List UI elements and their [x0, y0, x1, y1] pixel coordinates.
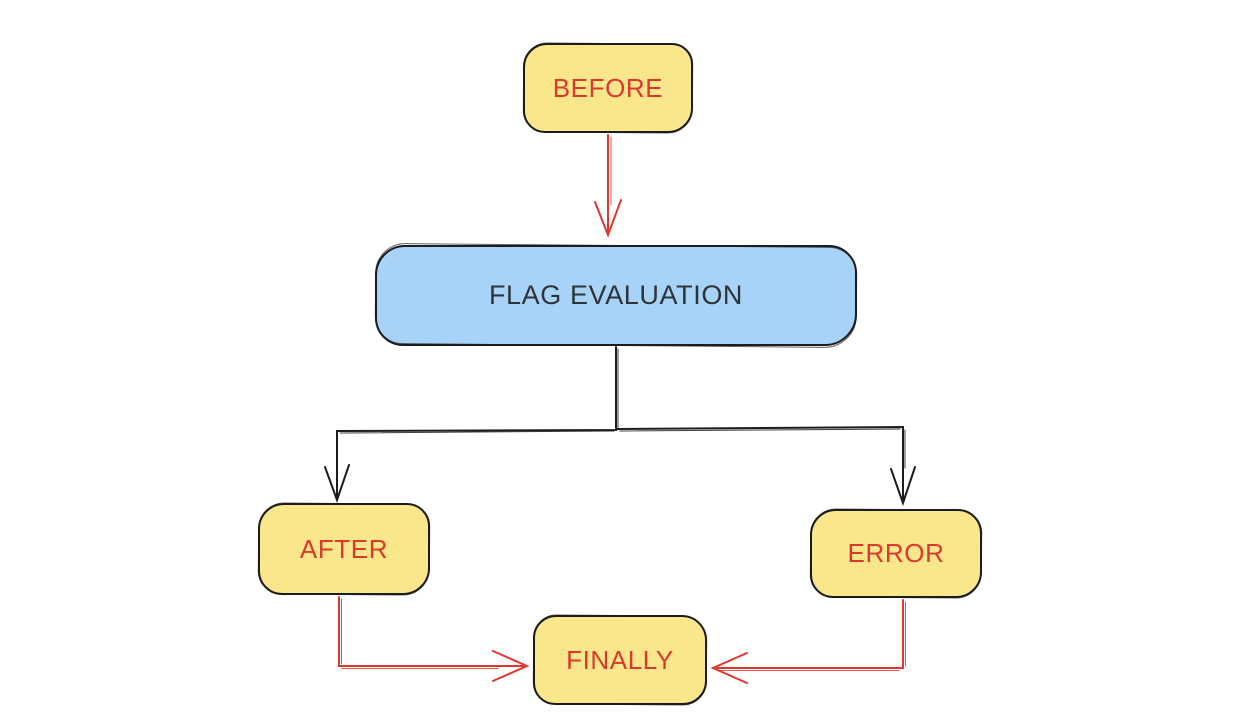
arrowhead-left-icon	[710, 652, 748, 684]
edge-flag-evaluation-to-error	[615, 425, 916, 507]
edge-error-to-finally	[710, 599, 906, 684]
node-after-label: AFTER	[299, 533, 389, 564]
node-error-label: ERROR	[847, 538, 945, 568]
arrowhead-down-icon	[890, 466, 916, 507]
arrowhead-right-icon	[492, 650, 530, 682]
node-before-label: BEFORE	[552, 72, 664, 103]
arrowhead-down-icon	[324, 464, 350, 504]
node-before: BEFORE	[523, 43, 693, 133]
node-finally: FINALLY	[533, 615, 707, 705]
node-error: ERROR	[810, 509, 982, 598]
node-flag-evaluation-label: FLAG EVALUATION	[488, 280, 744, 310]
edge-before-to-flag-evaluation	[594, 134, 622, 238]
node-after: AFTER	[258, 503, 430, 595]
edge-flag-evaluation-to-after	[324, 346, 619, 504]
node-finally-label: FINALLY	[566, 644, 674, 675]
edge-after-to-finally	[338, 596, 530, 682]
arrowhead-down-icon	[594, 199, 622, 238]
node-flag-evaluation: FLAG EVALUATION	[375, 245, 857, 346]
